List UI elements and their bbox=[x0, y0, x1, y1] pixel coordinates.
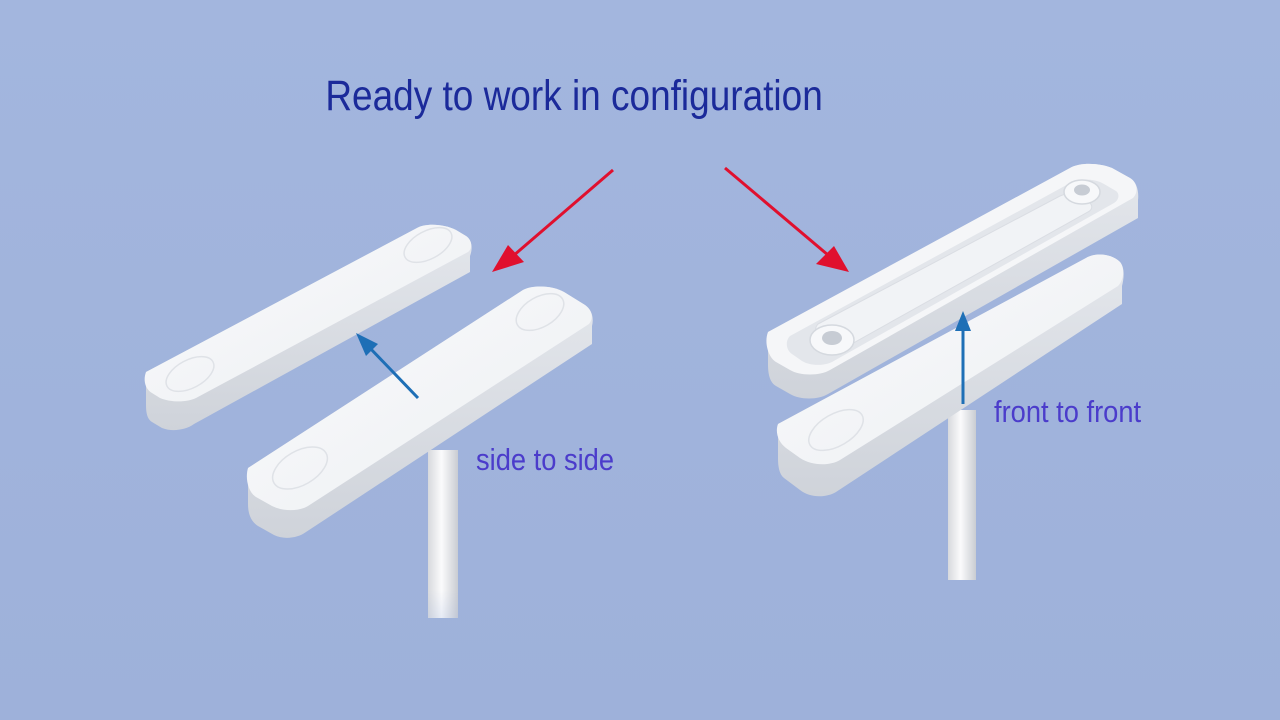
right-magnet-lower bbox=[776, 254, 1124, 497]
left-magnet-upper bbox=[144, 224, 472, 431]
left-pointer-arrow bbox=[492, 168, 614, 272]
right-pointer-arrow bbox=[724, 166, 849, 272]
side-to-side-label: side to side bbox=[476, 442, 615, 477]
page-title: Ready to work in configuration bbox=[325, 72, 823, 120]
right-cable bbox=[948, 410, 976, 580]
left-cable bbox=[428, 450, 458, 618]
left-direction-arrow bbox=[356, 333, 420, 400]
front-to-front-label: front to front bbox=[994, 394, 1142, 429]
right-direction-arrow bbox=[955, 311, 971, 404]
left-magnet-lower bbox=[246, 286, 593, 538]
right-magnet-upper bbox=[766, 163, 1139, 399]
